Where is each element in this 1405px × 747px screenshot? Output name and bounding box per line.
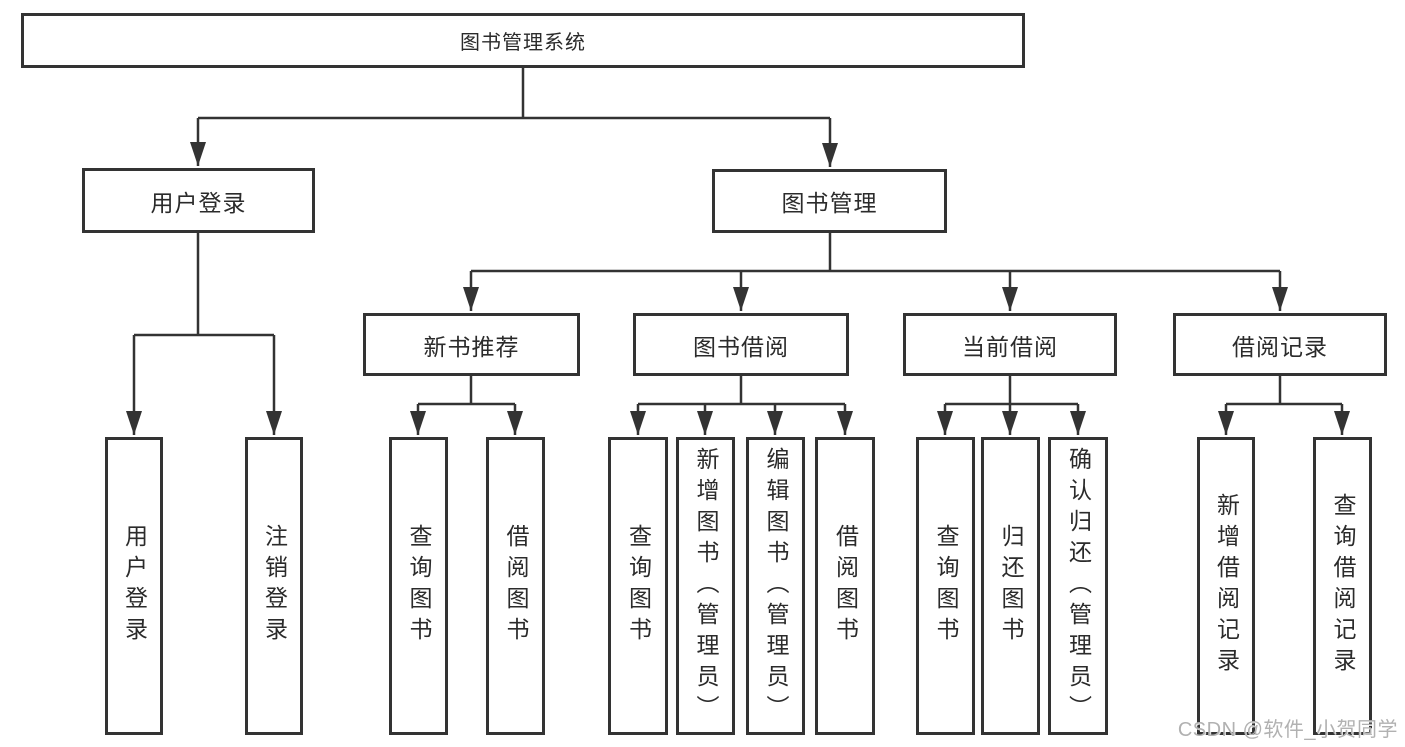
node-new-book-recommendation: 新书推荐	[363, 313, 580, 376]
leaf-add-borrow-record: 新增借阅记录	[1197, 437, 1255, 735]
node-label: 新增借阅记录	[1213, 493, 1240, 679]
leaf-search-books-borrowing: 查询图书	[608, 437, 668, 735]
leaf-search-borrow-record: 查询借阅记录	[1313, 437, 1372, 735]
node-current-borrowing: 当前借阅	[903, 313, 1117, 376]
node-label: 查询图书	[933, 524, 959, 648]
leaf-logout: 注销登录	[245, 437, 303, 735]
node-label: 图书借阅	[693, 333, 789, 360]
node-user-login: 用户登录	[82, 168, 315, 233]
leaf-borrow-books: 借阅图书	[815, 437, 875, 735]
node-borrowing-records: 借阅记录	[1173, 313, 1387, 376]
leaf-search-books-recommend: 查询图书	[389, 437, 448, 735]
node-label: 注销登录	[261, 524, 288, 648]
leaf-confirm-return-admin: 确认归还（管理员）	[1048, 437, 1108, 735]
node-label: 查询图书	[625, 524, 652, 648]
node-label: 借阅图书	[503, 524, 529, 648]
node-label: 新书推荐	[423, 333, 520, 360]
leaf-user-login: 用户登录	[105, 437, 163, 735]
csdn-watermark: CSDN @软件_小贺同学	[1177, 719, 1398, 741]
node-label: 编辑图书（管理员）	[763, 446, 789, 726]
node-book-borrowing: 图书借阅	[633, 313, 849, 376]
node-label: 用户登录	[121, 524, 148, 648]
leaf-return-book: 归还图书	[981, 437, 1040, 735]
node-label: 借阅记录	[1232, 333, 1328, 360]
node-label: 图书管理	[781, 190, 878, 216]
leaf-borrow-books-recommend: 借阅图书	[486, 437, 545, 735]
node-book-management: 图书管理	[712, 169, 947, 233]
leaf-edit-book-admin: 编辑图书（管理员）	[746, 437, 805, 735]
node-label: 确认归还（管理员）	[1065, 446, 1092, 726]
node-label: 用户登录	[150, 189, 247, 216]
node-label: 当前借阅	[962, 333, 1058, 360]
node-label: 查询借阅记录	[1330, 493, 1356, 679]
node-label: 借阅图书	[832, 524, 859, 648]
node-label: 查询图书	[406, 524, 432, 648]
node-label: 归还图书	[998, 524, 1024, 648]
node-label: 图书管理系统	[460, 32, 586, 54]
node-label: 新增图书（管理员）	[693, 446, 719, 726]
leaf-search-books-current: 查询图书	[916, 437, 975, 735]
leaf-add-book-admin: 新增图书（管理员）	[676, 437, 735, 735]
node-library-management-system: 图书管理系统	[21, 13, 1025, 68]
